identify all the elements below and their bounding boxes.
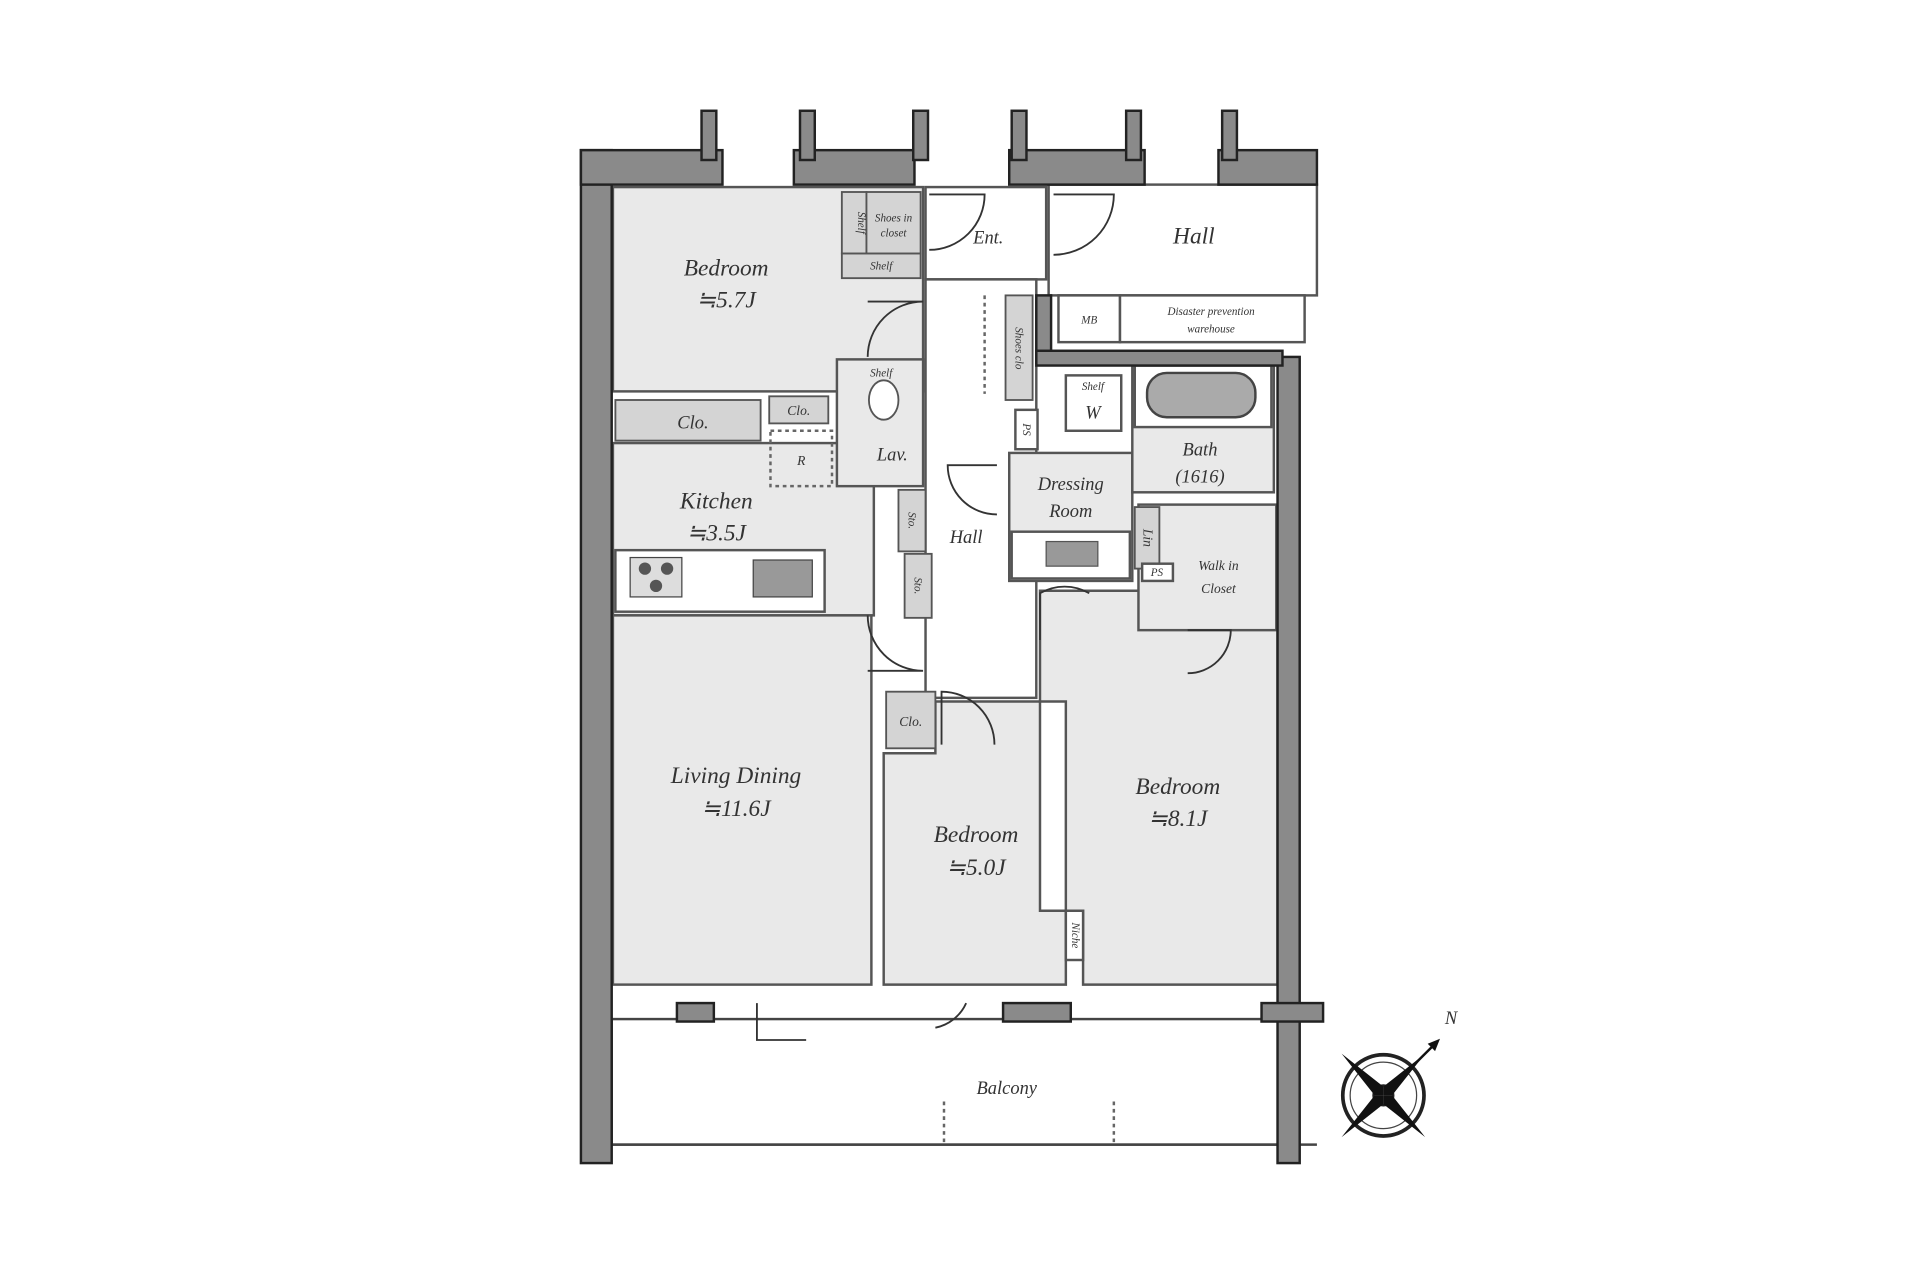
shelf-horizontal	[840, 252, 922, 280]
balcony-label: Balcony	[977, 1078, 1038, 1098]
burner-icon	[649, 579, 663, 592]
storage-1-label: Sto.	[905, 512, 917, 529]
bedroom-nw-name: Bedroom	[684, 256, 769, 282]
walk-in-closet-label-1: Walk in	[1198, 558, 1239, 573]
living-dining-size: ≒11.6J	[701, 796, 772, 822]
warehouse-label-2: warehouse	[1187, 323, 1235, 335]
ps-2-label: PS	[1150, 567, 1164, 579]
walk-in-closet-label-2: Closet	[1201, 581, 1237, 596]
linen-label: Lin	[1140, 528, 1155, 547]
disaster-warehouse	[1118, 294, 1306, 344]
kitchen-name: Kitchen	[679, 488, 753, 514]
compass-rose-icon: N	[1340, 1008, 1459, 1138]
storage-2	[903, 552, 933, 619]
storage-2-label: Sto.	[911, 577, 923, 594]
dressing-room-label-1: Dressing	[1037, 474, 1104, 494]
doors	[756, 193, 1232, 1041]
kitchen-size: ≒3.5J	[687, 520, 748, 546]
niche	[1064, 909, 1085, 962]
refrigerator-space	[769, 429, 834, 488]
storage-1	[897, 488, 927, 553]
bedroom-se-name: Bedroom	[1135, 774, 1220, 800]
bath-label: Bath	[1183, 439, 1218, 459]
sink-icon	[1045, 540, 1099, 567]
lav-shelf-label: Shelf	[870, 368, 894, 380]
hall-inner-label: Hall	[949, 527, 983, 547]
kitchen-sink-icon	[752, 559, 813, 598]
bedroom-s-size: ≒5.0J	[946, 855, 1007, 881]
closet-bedroom-s	[885, 690, 937, 750]
washer-shelf-label: Shelf	[1082, 381, 1106, 393]
living-dining-name: Living Dining	[670, 763, 802, 789]
refrigerator-label: R	[796, 453, 806, 468]
bedroom-nw-size: ≒5.7J	[697, 288, 758, 314]
north-label: N	[1444, 1008, 1459, 1028]
toilet-icon	[868, 379, 900, 421]
bedroom-s-name: Bedroom	[934, 822, 1019, 848]
washer	[1064, 374, 1123, 432]
living-dining	[611, 614, 873, 986]
lavatory-label: Lav.	[876, 444, 908, 464]
lavatory	[835, 358, 925, 488]
shelf-vertical	[840, 191, 868, 255]
mb-label: MB	[1080, 315, 1097, 327]
closet-bedroom-s-label: Clo.	[899, 714, 922, 729]
burner-icon	[638, 562, 652, 575]
closet-bedroom-nw	[614, 399, 762, 442]
niche-label: Niche	[1069, 921, 1081, 948]
walls	[579, 109, 1325, 1165]
bedroom-se-size: ≒8.1J	[1148, 806, 1209, 832]
ps-1	[1014, 408, 1039, 451]
hall-outer-label: Hall	[1172, 224, 1215, 250]
closet-small-label: Clo.	[787, 403, 810, 418]
dressing-room-label-2: Room	[1048, 501, 1092, 521]
bath-size: (1616)	[1175, 466, 1224, 487]
burner-icon	[660, 562, 674, 575]
warehouse-label-1: Disaster prevention	[1166, 306, 1255, 318]
shoes-clo	[1004, 294, 1034, 401]
balcony: Balcony	[610, 1017, 1317, 1146]
shoes-closet-label-1: Shoes in	[875, 213, 913, 225]
entrance	[924, 185, 1048, 281]
shelf-horizontal-label: Shelf	[870, 261, 894, 273]
closet-small	[768, 395, 830, 425]
bathtub-icon	[1145, 371, 1257, 419]
linen	[1133, 506, 1161, 570]
shoes-clo-label: Shoes clo	[1012, 327, 1024, 370]
ps-2	[1140, 562, 1175, 583]
closet-bedroom-nw-label: Clo.	[677, 412, 708, 432]
entrance-label: Ent.	[972, 228, 1003, 248]
washer-label: W	[1085, 402, 1102, 422]
shelf-vertical-label: Shelf	[855, 212, 867, 236]
ps-1-label: PS	[1020, 422, 1032, 436]
shoes-closet	[865, 191, 922, 255]
shoes-closet-label-2: closet	[881, 227, 908, 239]
